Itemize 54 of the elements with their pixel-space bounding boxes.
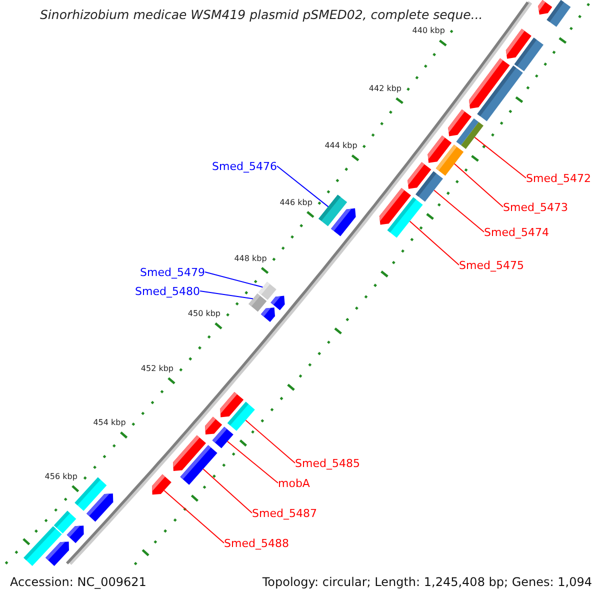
gene-bar [456,118,484,149]
leader-line [164,490,224,544]
tick-label: 452 kbp [140,364,174,374]
gene-bar [546,0,571,27]
genome-summary-text: Topology: circular; Length: 1,245,408 bp; Genes: 1,094 [262,575,592,590]
gene-label: Smed_5480 [135,285,200,298]
gene-bar [212,426,234,448]
gene-block [260,308,275,322]
tick-label: 456 kbp [44,472,78,482]
gene-block [205,416,222,434]
leader-line [226,440,278,484]
gene-label: Smed_5485 [295,457,360,470]
title: Sinorhizobium medicae WSM419 plasmid pSMED02, complete seque... [40,7,483,23]
gene-block [152,474,172,495]
leader-line [276,166,329,208]
gene-block [46,542,69,566]
gene-bar [248,294,267,312]
tick-label: 450 kbp [188,308,220,319]
gene-block [86,494,114,522]
gene-label: Smed_5479 [140,266,205,279]
tick-label: 448 kbp [234,254,267,264]
leader-line [202,468,252,514]
gene-label: Smed_5476 [212,160,277,173]
gene-label: mobA [278,477,310,490]
tick-label: 446 kbp [280,198,312,208]
leader-line [204,272,264,288]
tick-label: 454 kbp [93,418,126,428]
tick-label: 444 kbp [324,140,358,151]
gene-label: Smed_5473 [503,201,568,214]
tick-label: 440 kbp [412,26,445,36]
tick-label: 442 kbp [368,84,402,94]
gene-block [469,58,510,109]
leader-line [474,136,526,178]
gene-bar [416,171,443,202]
gene-block [270,296,285,310]
gene-label: Smed_5474 [484,226,549,239]
gene-block [66,526,84,544]
gene-block [538,0,552,15]
gene-label: Smed_5488 [224,537,289,550]
gene-label: Smed_5487 [252,507,317,520]
gene-bar [180,445,218,485]
gene-label: Smed_5475 [459,259,524,272]
leader-line [409,220,460,266]
leader-line [245,420,296,464]
gene-bar [227,402,255,431]
gene-bar [387,197,423,238]
leader-line [200,290,254,300]
gene-label: Smed_5472 [526,172,591,185]
gene-bar [436,144,464,176]
gene-bar [514,38,544,72]
accession-text: Accession: NC_009621 [10,575,146,590]
leader-line [434,190,484,232]
leader-line [454,163,504,208]
gene-bar [318,194,348,226]
